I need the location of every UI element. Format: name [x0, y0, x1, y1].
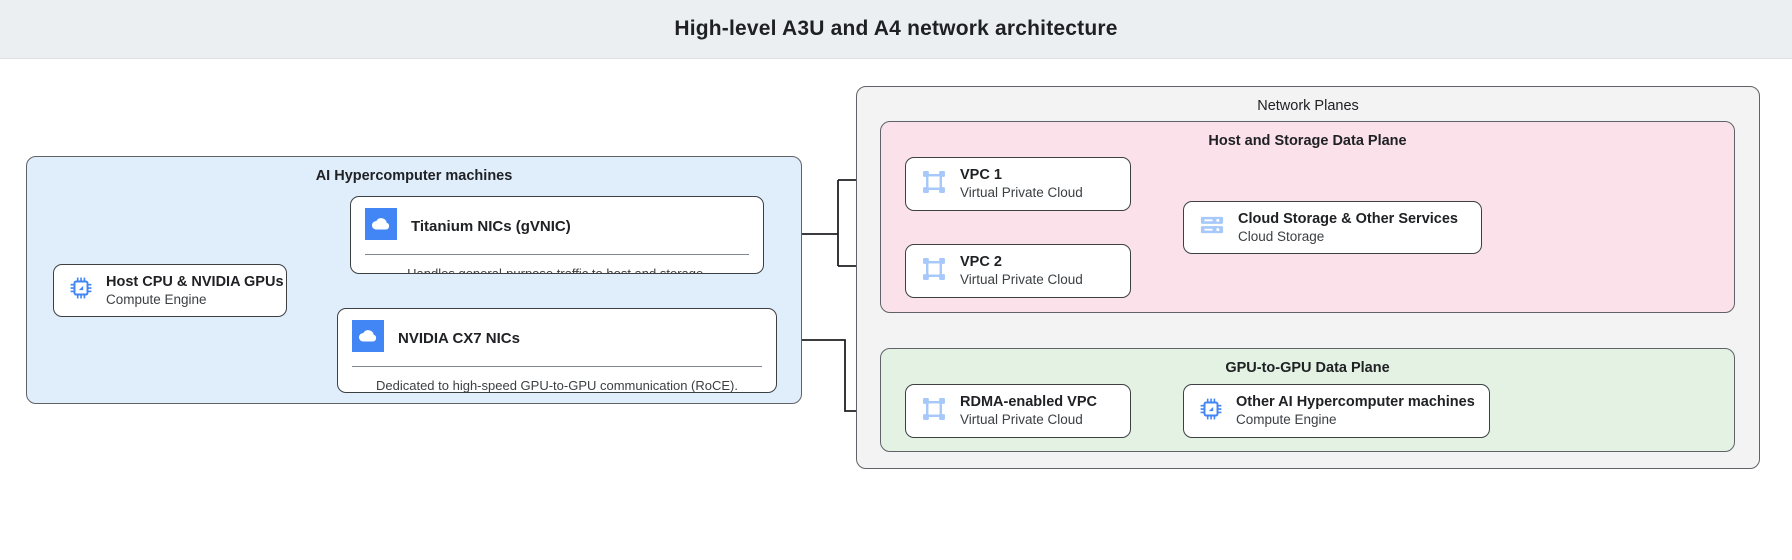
node-title: Other AI Hypercomputer machines [1236, 394, 1475, 411]
cpu-chip-icon [1198, 396, 1224, 427]
node-label-group: Other AI Hypercomputer machines Compute … [1236, 393, 1475, 429]
card-header: NVIDIA CX7 NICs [338, 309, 776, 366]
node-host-cpu-gpus[interactable]: Host CPU & NVIDIA GPUs Compute Engine [53, 264, 287, 317]
card-header: Titanium NICs (gVNIC) [351, 197, 763, 254]
node-vpc-2[interactable]: VPC 2 Virtual Private Cloud [905, 244, 1131, 298]
node-title: VPC 1 [960, 167, 1002, 184]
storage-rack-icon [1198, 211, 1226, 244]
node-subtitle: Virtual Private Cloud [960, 412, 1083, 428]
card-nvidia-cx7-nics[interactable]: NVIDIA CX7 NICs Dedicated to high-speed … [337, 308, 777, 393]
group-title-gpu-plane: GPU-to-GPU Data Plane [1225, 360, 1390, 376]
vpc-icon [920, 255, 948, 288]
node-vpc-1[interactable]: VPC 1 Virtual Private Cloud [905, 157, 1131, 211]
card-titanium-nics[interactable]: Titanium NICs (gVNIC) Handles general-pu… [350, 196, 764, 274]
card-note: Handles general-purpose traffic to host … [407, 266, 707, 274]
vpc-icon [920, 395, 948, 428]
vpc-icon [920, 168, 948, 201]
node-label-group: Host CPU & NVIDIA GPUs Compute Engine [106, 273, 284, 309]
node-label-group: Cloud Storage & Other Services Cloud Sto… [1238, 210, 1458, 246]
group-title-network-planes: Network Planes [1257, 98, 1359, 114]
node-label-group: VPC 1 Virtual Private Cloud [960, 166, 1083, 202]
cpu-chip-icon [68, 275, 94, 306]
node-other-ai-hypercomputer-machines[interactable]: Other AI Hypercomputer machines Compute … [1183, 384, 1490, 438]
card-title: Titanium NICs (gVNIC) [411, 218, 571, 235]
page-title: High-level A3U and A4 network architectu… [674, 17, 1118, 40]
node-title: Cloud Storage & Other Services [1238, 210, 1458, 227]
group-title-host-storage-plane: Host and Storage Data Plane [1208, 133, 1407, 149]
node-rdma-enabled-vpc[interactable]: RDMA-enabled VPC Virtual Private Cloud [905, 384, 1131, 438]
page-header: High-level A3U and A4 network architectu… [0, 0, 1792, 59]
node-cloud-storage[interactable]: Cloud Storage & Other Services Cloud Sto… [1183, 201, 1482, 254]
node-subtitle: Compute Engine [106, 291, 207, 307]
node-title: RDMA-enabled VPC [960, 394, 1097, 411]
node-title: Host CPU & NVIDIA GPUs [106, 273, 284, 290]
node-label-group: RDMA-enabled VPC Virtual Private Cloud [960, 393, 1097, 429]
card-divider [352, 366, 762, 368]
node-title: VPC 2 [960, 254, 1002, 271]
node-subtitle: Virtual Private Cloud [960, 272, 1083, 288]
node-subtitle: Compute Engine [1236, 412, 1337, 428]
card-divider [365, 254, 749, 256]
cloud-icon [352, 320, 384, 357]
node-label-group: VPC 2 Virtual Private Cloud [960, 253, 1083, 289]
node-subtitle: Virtual Private Cloud [960, 185, 1083, 201]
group-title-machines: AI Hypercomputer machines [315, 168, 513, 184]
card-title: NVIDIA CX7 NICs [398, 330, 520, 347]
cloud-icon [365, 208, 397, 245]
card-note: Dedicated to high-speed GPU-to-GPU commu… [376, 378, 738, 393]
node-subtitle: Cloud Storage [1238, 228, 1325, 244]
